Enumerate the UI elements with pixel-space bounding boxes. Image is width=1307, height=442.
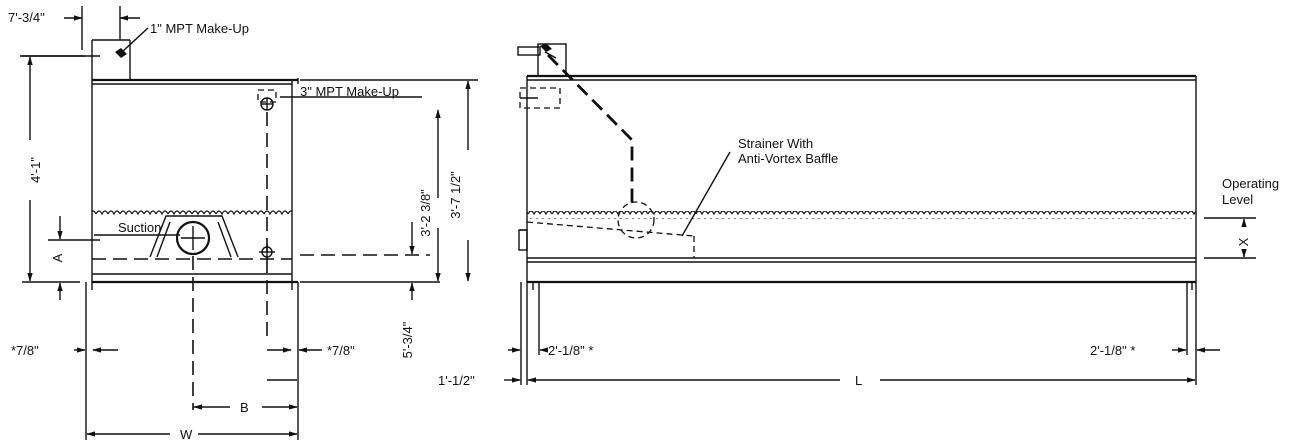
dim-offset: 1'-1/2": [438, 373, 521, 388]
dim-height-a-label: 3'-2 3/8": [418, 189, 433, 237]
dim-b: B: [193, 379, 298, 415]
dim-b-label: B: [240, 400, 249, 415]
dim-right-clearance-label: *7/8": [327, 343, 355, 358]
dim-left-clearance: *7/8": [11, 343, 118, 358]
dim-offset-label: 1'-1/2": [438, 373, 475, 388]
dim-a-label: A: [50, 253, 65, 262]
dim-bottom-offset-label: 5'-3/4": [400, 321, 415, 358]
side-makeup-pipe: [517, 43, 567, 109]
strainer-leader: [681, 151, 731, 237]
dim-bottom-offset: 5'-3/4": [400, 222, 415, 358]
dim-left-margin: 2'-1/8" *: [508, 343, 593, 358]
dim-height-b: 3'-7 1/2": [300, 79, 478, 282]
dim-height-b-label: 3'-7 1/2": [448, 171, 463, 219]
strainer-circle: [617, 201, 655, 239]
callout-operating-line2: Level: [1222, 192, 1253, 207]
callout-makeup-3in: 3" MPT Make-Up: [300, 84, 399, 99]
dim-l: L: [527, 373, 1196, 388]
dim-right-margin: 2'-1/8" *: [1090, 343, 1220, 358]
dim-right-margin-label: 2'-1/8" *: [1090, 343, 1135, 358]
end-view-legs: [85, 282, 299, 440]
suction-assembly: [92, 215, 430, 275]
dim-x-label: X: [1236, 237, 1251, 246]
drop-pipe: [547, 54, 634, 205]
side-view: Strainer With Anti-Vortex Baffle Operati…: [438, 43, 1279, 388]
end-view-water-surface: [92, 209, 292, 217]
dim-x: X: [1204, 217, 1256, 259]
dim-left-clearance-label: *7/8": [11, 343, 39, 358]
end-view-tank-body: [91, 78, 299, 284]
dim-top-offset-label: 7'-3/4": [8, 10, 45, 25]
dim-top-offset: 7'-3/4": [8, 6, 140, 57]
dim-right-clearance: *7/8": [267, 343, 355, 358]
side-view-legs: [520, 282, 1197, 385]
dim-height-a: 3'-2 3/8": [300, 109, 441, 283]
dim-a: A: [48, 216, 100, 300]
dim-w: W: [86, 427, 298, 442]
makeup-fitting-3in: [257, 89, 422, 111]
side-view-water-surface: [527, 211, 1196, 219]
callout-makeup-1in: 1" MPT Make-Up: [150, 21, 249, 36]
callout-suction: Suction: [118, 220, 161, 235]
callout-operating-line1: Operating: [1222, 176, 1279, 191]
makeup-pipe-1in: [91, 27, 149, 80]
dim-overall-height: 4'-1": [22, 55, 85, 283]
callout-strainer-line2: Anti-Vortex Baffle: [738, 151, 838, 166]
dim-l-label: L: [855, 373, 862, 388]
baffle: [518, 221, 695, 258]
side-view-tank-body: [526, 74, 1197, 284]
dim-w-label: W: [180, 427, 193, 442]
dim-left-margin-label: 2'-1/8" *: [548, 343, 593, 358]
callout-strainer-line1: Strainer With: [738, 136, 813, 151]
end-view: 7'-3/4" 1" MPT Make-Up 3" MPT Make-Up: [8, 6, 478, 442]
dim-overall-height-label: 4'-1": [28, 157, 43, 183]
